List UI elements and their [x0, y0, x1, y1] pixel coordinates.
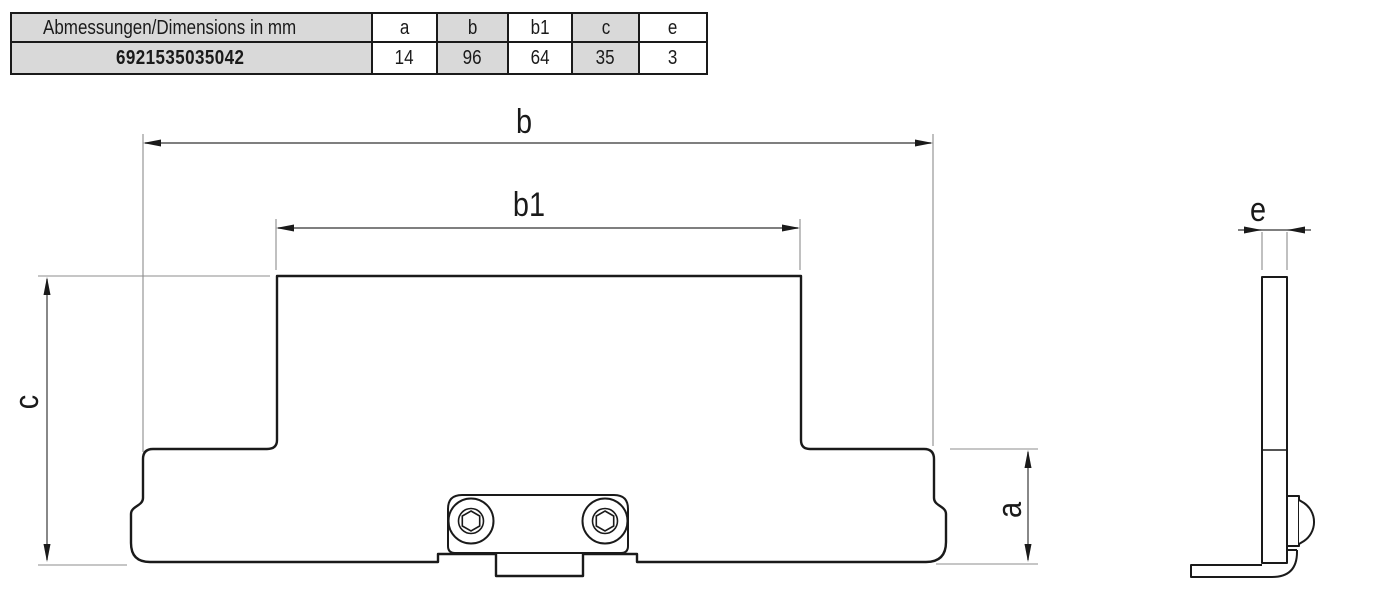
- col-header-b: b: [436, 12, 509, 43]
- screw-left-hex-socket-icon: [461, 510, 481, 532]
- dim-b1-arrow-right: [782, 224, 800, 232]
- screw-left-socket-ring: [457, 507, 485, 535]
- dim-c-label: c: [7, 395, 46, 409]
- side-screw-base: [1286, 495, 1300, 547]
- dim-b-label: b: [516, 102, 532, 141]
- dim-a-arrow-bottom: [1024, 544, 1032, 562]
- dim-e-label: e: [1250, 190, 1266, 229]
- side-plate: [1261, 276, 1288, 564]
- screw-right-socket-ring: [591, 507, 619, 535]
- col-header-c: c: [571, 12, 640, 43]
- dim-b1: b1: [275, 185, 801, 270]
- screw-right-head: [581, 497, 629, 545]
- col-header-e: e: [638, 12, 708, 43]
- value-b: 96: [436, 41, 509, 75]
- dim-e-arrow-right: [1287, 226, 1305, 234]
- screw-left: [447, 497, 495, 545]
- dimensions-table: Abmessungen/Dimensions in mm a b b1 c e …: [10, 12, 708, 75]
- dim-e-arrow-left: [1244, 226, 1262, 234]
- table-header-row: Abmessungen/Dimensions in mm a b b1 c e: [10, 12, 708, 43]
- dim-a-arrow-top: [1024, 450, 1032, 468]
- table-title: Abmessungen/Dimensions in mm: [42, 16, 296, 39]
- value-b1: 64: [507, 41, 573, 75]
- table-data-row: 6921535035042 14 96 64 35 3: [10, 41, 708, 75]
- dim-c-arrow-bottom: [43, 544, 51, 562]
- dim-b-arrow-right: [915, 139, 933, 147]
- dim-b-arrow-left: [143, 139, 161, 147]
- side-view: [1190, 276, 1316, 578]
- side-screw-dome: [1298, 499, 1316, 545]
- table-title-cell: Abmessungen/Dimensions in mm: [10, 12, 373, 43]
- dim-e: e: [1238, 190, 1311, 270]
- screw-left-head: [447, 497, 495, 545]
- part-number-cell: 6921535035042: [10, 41, 373, 75]
- value-e: 3: [638, 41, 708, 75]
- dim-c-arrow-top: [43, 277, 51, 295]
- screw-right: [581, 497, 629, 545]
- mounting-bracket: [447, 494, 629, 554]
- dim-b1-arrow-left: [276, 224, 294, 232]
- front-view: [129, 274, 948, 578]
- dim-b1-label: b1: [513, 185, 545, 224]
- col-header-a: a: [371, 12, 438, 43]
- dim-a-label: a: [990, 502, 1029, 518]
- screw-right-hex-socket-icon: [595, 510, 615, 532]
- dim-b: b: [142, 102, 934, 452]
- value-c: 35: [571, 41, 640, 75]
- part-number: 6921535035042: [115, 47, 245, 69]
- dim-a: a: [936, 448, 1038, 565]
- front-view-outline: [129, 274, 948, 578]
- value-a: 14: [371, 41, 438, 75]
- col-header-b1: b1: [507, 12, 573, 43]
- side-foot: [1190, 550, 1298, 578]
- dim-c: c: [7, 275, 270, 566]
